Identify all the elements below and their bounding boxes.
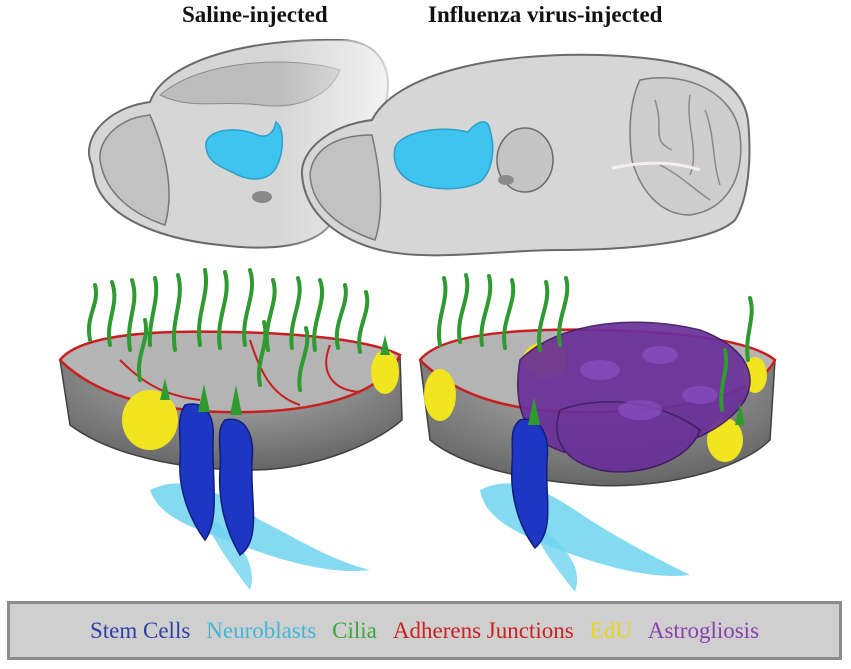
legend-cilia: Cilia xyxy=(332,617,377,643)
brain-saline xyxy=(88,38,420,260)
illustration xyxy=(58,38,777,592)
legend-edu: EdU xyxy=(589,617,632,643)
title-saline: Saline-injected xyxy=(182,2,328,27)
ventricle-influenza xyxy=(393,121,494,190)
brain-influenza xyxy=(300,53,751,257)
title-influenza: Influenza virus-injected xyxy=(428,2,663,27)
legend-stem-cells: Stem Cells xyxy=(89,617,191,643)
legend-astrogliosis: Astrogliosis xyxy=(647,617,760,643)
legend-neuroblasts: Neuroblasts xyxy=(206,617,317,643)
tissue-influenza xyxy=(418,273,777,592)
legend: Stem Cells Neuroblasts Cilia Adherens Ju… xyxy=(7,601,842,660)
tissue-saline xyxy=(58,268,403,590)
legend-adherens-junctions: Adherens Junctions xyxy=(392,617,574,643)
